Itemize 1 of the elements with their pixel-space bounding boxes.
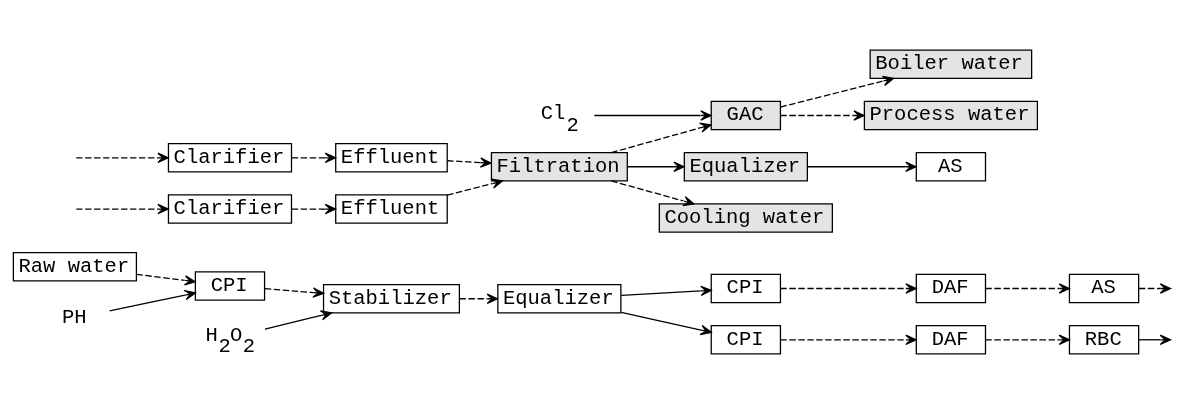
node-text: PH [62, 305, 87, 329]
